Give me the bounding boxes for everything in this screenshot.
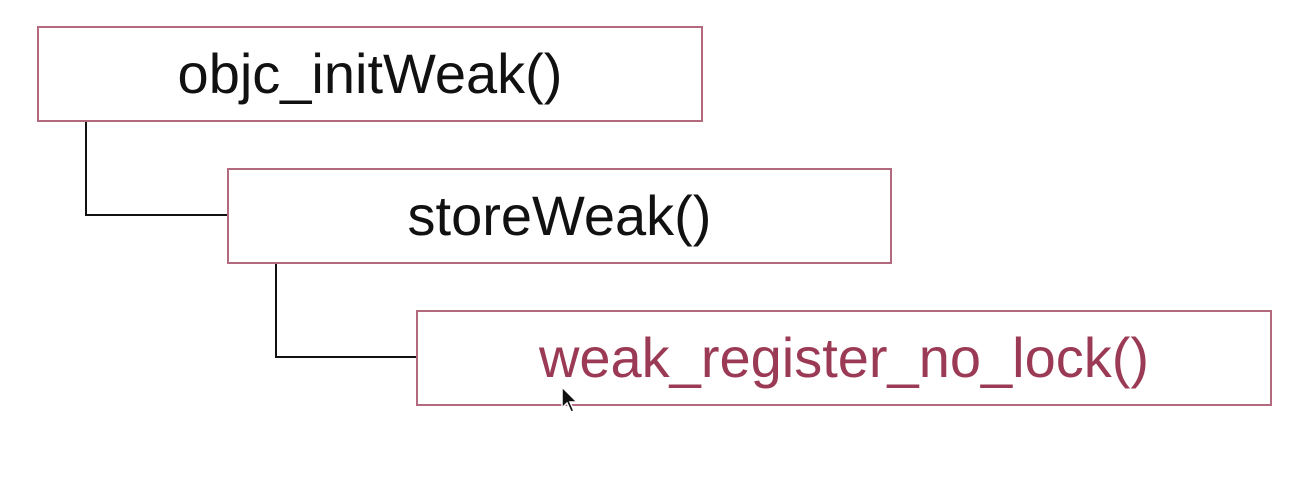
connector-storeweak-to-weak-register-no-lock <box>275 264 416 358</box>
node-objc-initweak: objc_initWeak() <box>37 26 703 122</box>
node-label-objc-initweak: objc_initWeak() <box>177 42 563 105</box>
node-storeweak: storeWeak() <box>227 168 892 264</box>
mouse-pointer-icon <box>561 386 579 413</box>
node-label-storeweak: storeWeak() <box>407 184 712 247</box>
connector-objc-initweak-to-storeweak <box>85 122 227 216</box>
node-weak-register-no-lock: weak_register_no_lock() <box>416 310 1272 406</box>
node-label-weak-register-no-lock: weak_register_no_lock() <box>538 326 1150 389</box>
